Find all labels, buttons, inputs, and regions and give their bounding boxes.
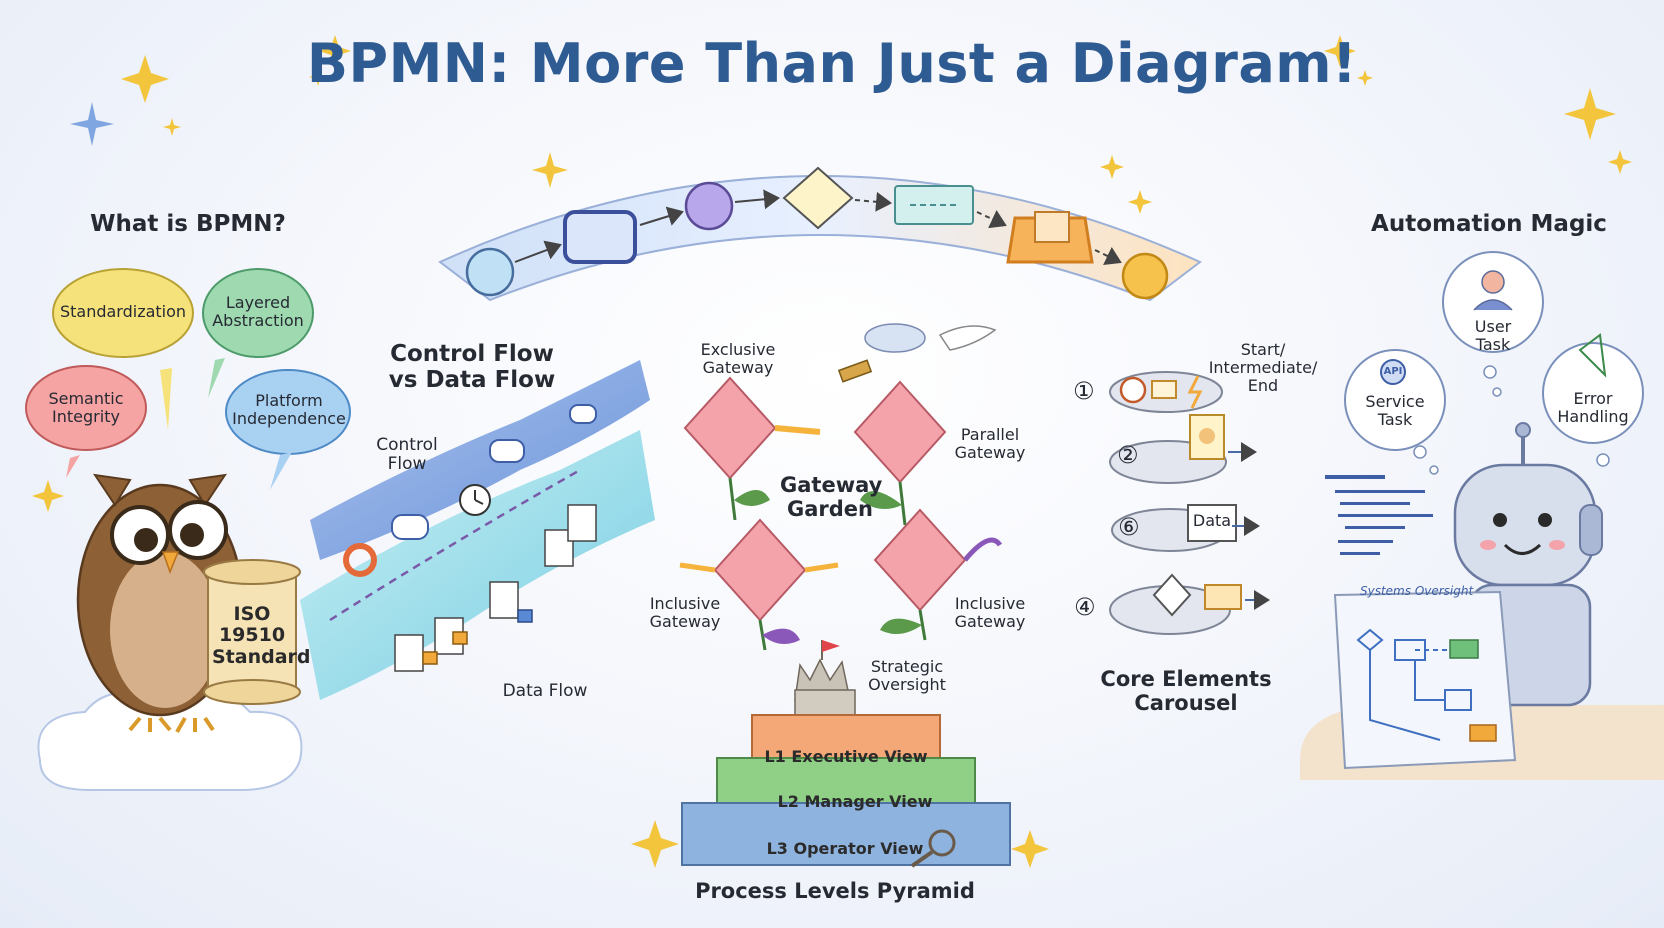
bubble-user-task: User Task <box>1458 318 1528 354</box>
bubble-service-task: Service Task <box>1350 393 1440 429</box>
section-what-is-bpmn: What is BPMN? <box>78 212 298 238</box>
label-inclusive-gateway-left: Inclusive Gateway <box>645 595 725 631</box>
section-core-elements-carousel: Core Elements Carousel <box>1096 668 1276 715</box>
task-shape <box>565 212 635 262</box>
automation-bubbles <box>1345 252 1643 474</box>
carousel-number-3: ⑥ <box>1118 514 1140 541</box>
blueprint-oversight-label: Systems Oversight <box>1360 585 1470 598</box>
flow-rivers <box>300 360 655 700</box>
label-parallel-gateway: Parallel Gateway <box>950 426 1030 462</box>
section-process-levels-pyramid: Process Levels Pyramid <box>660 880 1010 904</box>
bubble-semantic-integrity: Semantic Integrity <box>36 390 136 426</box>
section-automation-magic: Automation Magic <box>1364 212 1614 238</box>
bubble-standardization: Standardization <box>58 303 188 321</box>
blue-sparkle <box>70 102 114 146</box>
intermediate-event-shape <box>686 183 732 229</box>
api-icon-label: API <box>1380 366 1406 377</box>
bubble-error-handling: Error Handling <box>1550 390 1636 426</box>
start-event-shape <box>467 249 513 295</box>
core-elements-carousel <box>1110 372 1268 634</box>
bubble-layered-abstraction: Layered Abstraction <box>208 294 308 330</box>
process-flow-arc <box>440 168 1200 300</box>
level-l2-manager-view: L2 Manager View <box>740 793 970 811</box>
label-start-intermediate-end: Start/ Intermediate/ End <box>1208 341 1318 395</box>
section-gateway-garden: Gateway Garden <box>780 474 880 521</box>
label-data-flow: Data Flow <box>495 682 595 701</box>
carousel-number-2: ② <box>1117 442 1139 469</box>
end-event-shape <box>1123 254 1167 298</box>
page-title: BPMN: More Than Just a Diagram! <box>0 34 1664 94</box>
robot-illustration <box>1300 423 1664 780</box>
carousel-number-4: ④ <box>1074 594 1096 621</box>
label-inclusive-gateway-right: Inclusive Gateway <box>950 595 1030 631</box>
level-l3-operator-view: L3 Operator View <box>720 840 970 858</box>
section-control-vs-data-flow: Control Flow vs Data Flow <box>382 342 562 394</box>
label-control-flow: Control Flow <box>372 436 442 474</box>
label-exclusive-gateway: Exclusive Gateway <box>693 341 783 377</box>
iso-scroll-text: ISO 19510 Standard <box>212 604 292 668</box>
carousel-number-1: ① <box>1073 378 1095 405</box>
label-strategic-oversight: Strategic Oversight <box>862 658 952 694</box>
bubble-platform-independence: Platform Independence <box>230 392 348 428</box>
label-data-object: Data <box>1190 512 1234 530</box>
level-l1-executive-view: L1 Executive View <box>752 748 940 766</box>
